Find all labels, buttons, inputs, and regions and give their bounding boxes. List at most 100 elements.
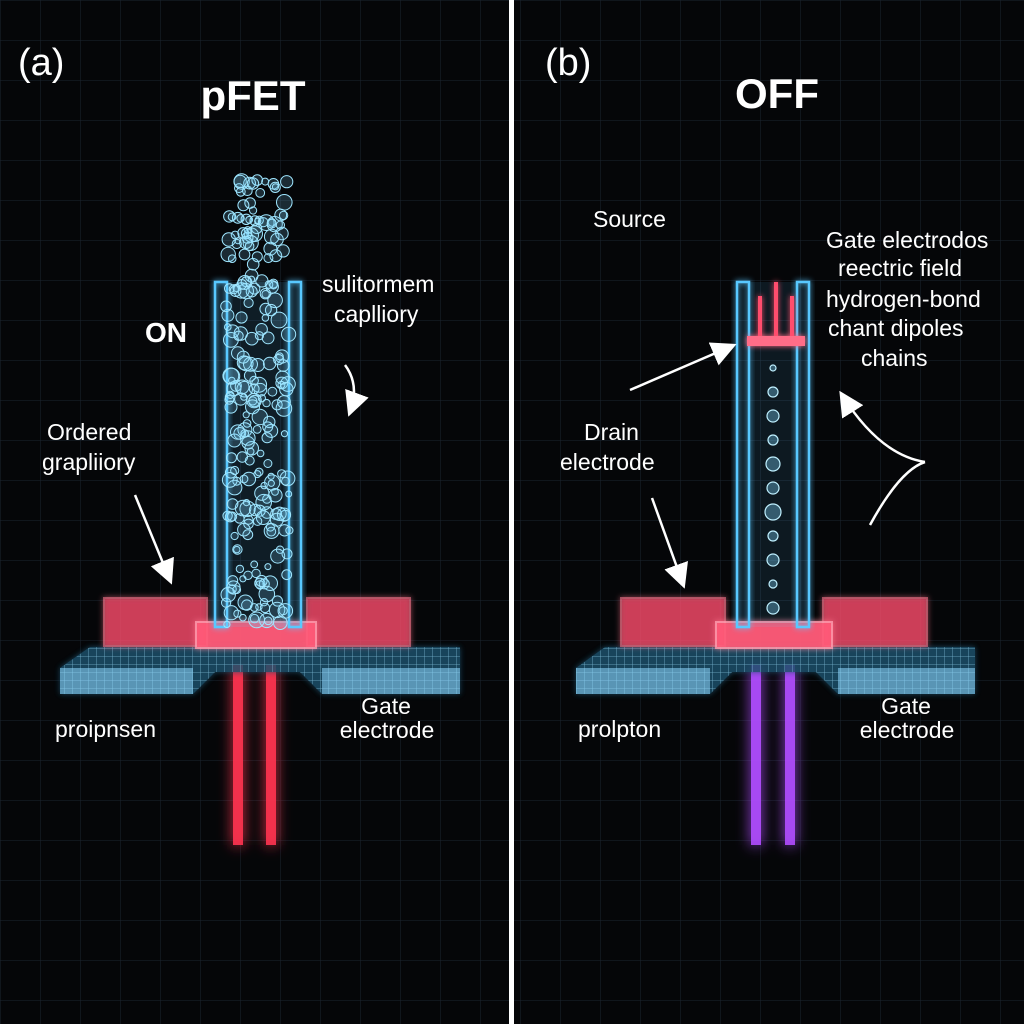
water-molecule	[254, 467, 264, 477]
dipole	[766, 601, 780, 615]
water-molecule	[252, 425, 262, 434]
curved-arrow-a	[343, 364, 369, 417]
water-molecule	[255, 574, 268, 588]
water-molecule	[230, 230, 240, 240]
right-label-1: Gate electrodos	[826, 227, 988, 253]
gate-label-b-line2: electrode	[860, 717, 955, 743]
water-molecule	[243, 356, 258, 372]
water-molecule	[270, 232, 284, 247]
water-molecule	[279, 470, 296, 487]
water-molecule	[265, 280, 279, 294]
drain-label-line1: Drain	[584, 419, 639, 445]
water-molecule	[237, 227, 250, 239]
water-molecule	[224, 400, 238, 414]
water-molecule	[281, 326, 297, 342]
electrode-right	[306, 597, 411, 647]
water-molecule	[268, 488, 283, 503]
water-molecule	[262, 398, 271, 408]
water-molecule	[248, 611, 266, 629]
water-molecule	[249, 603, 259, 612]
electrode-right-b	[822, 597, 928, 647]
water-molecule	[238, 356, 254, 372]
water-molecule	[236, 380, 253, 398]
water-molecule	[271, 183, 280, 191]
panel-b-electrodes	[620, 597, 928, 649]
water-molecule	[237, 199, 250, 212]
electrode-left-b	[620, 597, 726, 647]
dipole	[766, 409, 780, 423]
water-molecule	[237, 594, 254, 611]
water-molecule	[230, 380, 242, 392]
water-molecule	[226, 498, 239, 510]
water-molecule	[263, 616, 273, 626]
water-molecule	[268, 601, 286, 619]
water-molecule	[243, 297, 254, 308]
water-molecule	[281, 476, 290, 486]
water-molecule	[246, 177, 260, 190]
right-label-4: chant dipoles	[828, 315, 964, 341]
water-molecule	[226, 580, 241, 595]
dipole	[764, 503, 782, 521]
panel-a-electrodes	[103, 597, 411, 649]
water-molecule	[233, 330, 244, 341]
brace-upper-arrow	[839, 390, 926, 464]
water-molecule	[235, 564, 245, 574]
dipole	[767, 530, 779, 542]
water-molecule	[281, 569, 293, 581]
water-molecule	[280, 430, 289, 438]
water-molecule	[273, 615, 288, 631]
arrow-to-gate-comb	[629, 342, 737, 392]
water-molecule	[240, 393, 248, 401]
arrow-to-electrode-b	[650, 497, 688, 589]
water-molecule	[273, 354, 285, 366]
panel-a-tag: (a)	[18, 42, 64, 84]
water-molecule	[270, 548, 286, 564]
arrow-to-electrode-a	[133, 494, 174, 585]
water-molecule	[226, 452, 237, 464]
water-molecule	[276, 244, 290, 258]
water-molecule	[285, 490, 293, 498]
dipole	[766, 553, 780, 567]
water-molecule	[271, 595, 283, 607]
dipole	[765, 456, 781, 472]
lead-left	[233, 665, 243, 845]
water-molecule	[237, 522, 251, 537]
right-label-2: reectric field	[838, 255, 962, 281]
water-molecule	[220, 246, 236, 263]
water-molecule	[239, 613, 247, 622]
lead-right	[266, 665, 276, 845]
capillary-label-line1: sulitormem	[322, 271, 434, 297]
lead-left-b	[751, 665, 761, 845]
water-molecule	[252, 516, 263, 526]
panel-a-capillary	[213, 173, 303, 631]
water-molecule	[233, 545, 241, 554]
panel-b-leads	[751, 665, 795, 845]
water-molecule	[270, 311, 288, 329]
water-molecule	[239, 235, 253, 250]
gate-label-a-line1: Gate	[361, 693, 411, 719]
source-label: Source	[593, 206, 666, 232]
water-molecule	[278, 210, 289, 221]
water-molecule	[256, 449, 265, 458]
water-molecule	[249, 613, 260, 624]
water-molecule	[233, 609, 242, 618]
water-molecule-cluster	[220, 173, 297, 631]
water-molecule	[267, 386, 278, 397]
water-molecule	[255, 323, 268, 336]
dipole	[769, 364, 777, 372]
water-molecule	[231, 238, 242, 250]
water-molecule	[223, 620, 231, 629]
dipole	[767, 386, 779, 398]
water-molecule	[267, 479, 275, 487]
panel-b: (b) OFF	[545, 42, 988, 845]
water-molecule	[276, 194, 293, 211]
water-molecule	[261, 177, 270, 186]
water-molecule	[261, 432, 273, 444]
water-molecule	[221, 308, 235, 322]
ordered-label-line2: grapliiory	[42, 449, 136, 475]
water-molecule	[261, 290, 270, 299]
dipole	[766, 481, 780, 495]
water-molecule	[261, 331, 275, 345]
